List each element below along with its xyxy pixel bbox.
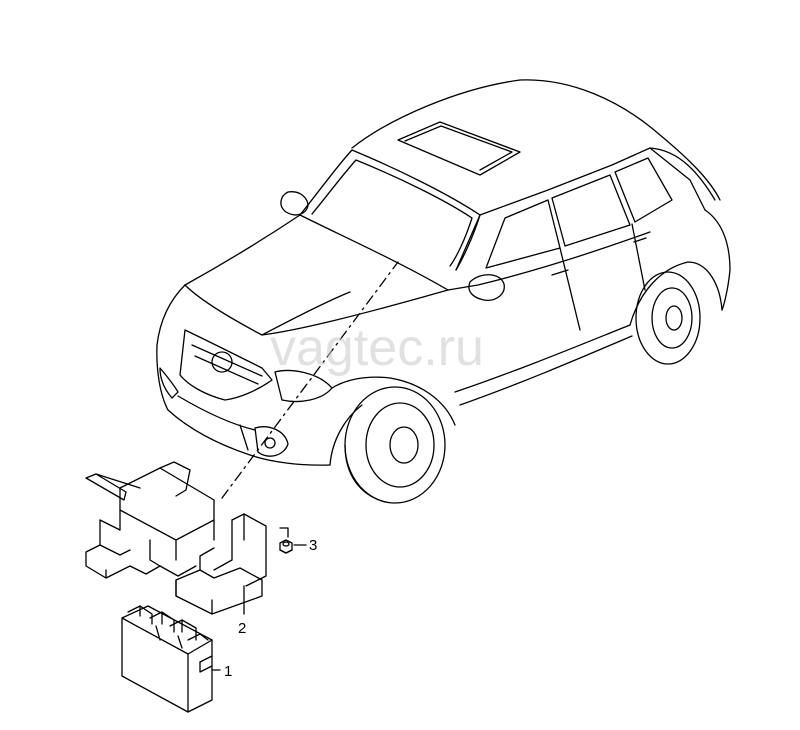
callout-label-3: 3 [309, 537, 318, 554]
leader-line-3 [279, 527, 289, 538]
callout-label-1: 1 [224, 663, 233, 680]
callout-label-2: 2 [238, 620, 247, 637]
vehicle-illustration [156, 79, 731, 504]
mounting-bracket-part-2 [85, 461, 267, 615]
location-leader-dashed [221, 261, 399, 499]
control-unit-part-1 [121, 605, 213, 713]
nut-part-3 [279, 539, 293, 554]
